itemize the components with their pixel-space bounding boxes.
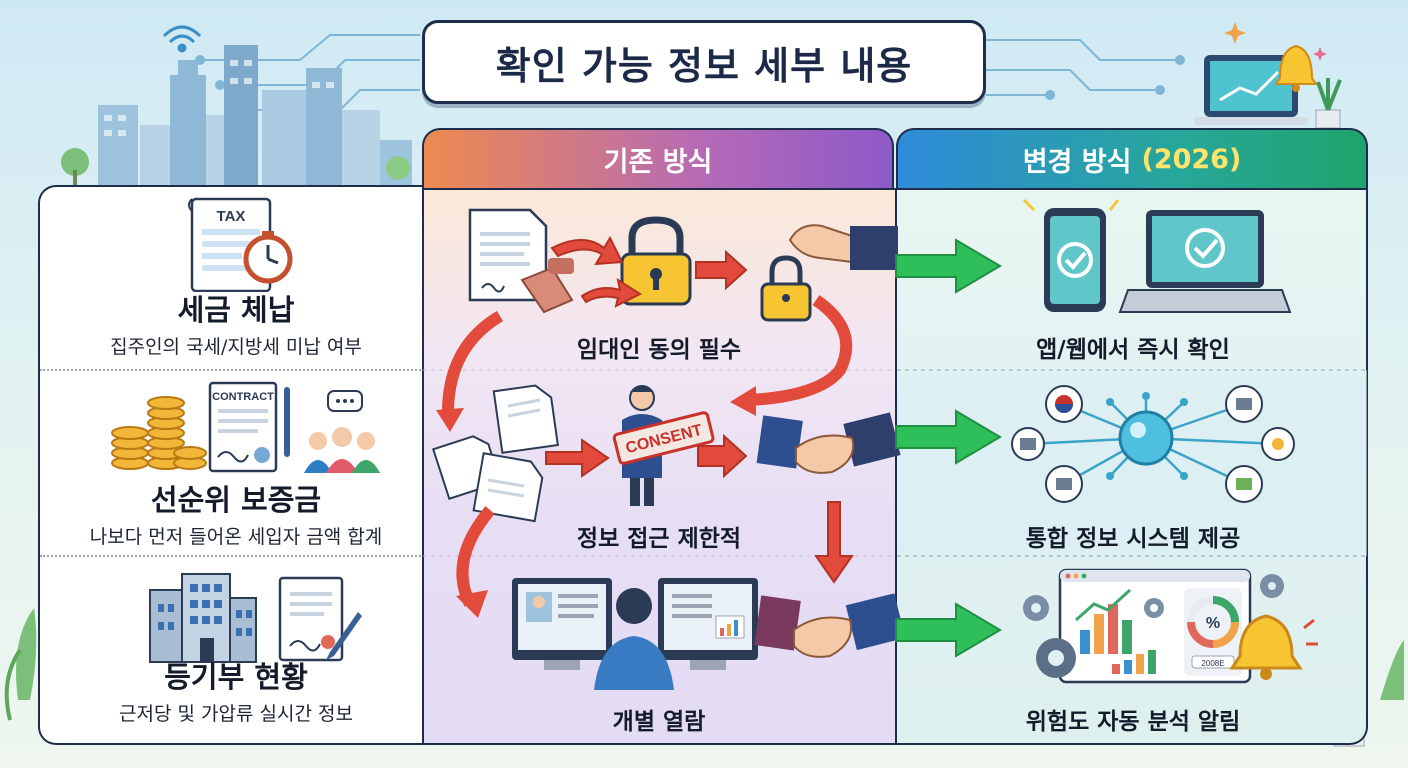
info-item-desc: 근저당 및 가압류 실시간 정보 xyxy=(119,703,353,725)
column-header-old: 기존 방식 xyxy=(422,128,894,188)
stopwatch-icon xyxy=(243,231,293,284)
wifi-icon xyxy=(162,25,202,53)
tree-icon xyxy=(61,148,410,186)
page-title: 확인 가능 정보 세부 내용 xyxy=(495,43,913,88)
info-item-registry: 등기부 현황 근저당 및 가압류 실시간 정보 xyxy=(40,562,432,745)
old-stage-2-label: 정보 접근 제한적 xyxy=(576,526,742,552)
info-item-deposit: CONTRACT 선순위 보증금 나보다 먼저 들어온 세입자 금액 합계 xyxy=(40,373,432,556)
building-document-icon xyxy=(149,573,362,663)
tax-label: TAX xyxy=(217,208,246,225)
new-stage-3-label: 위험도 자동 분석 알림 xyxy=(1025,709,1241,735)
sparkle-icon xyxy=(1224,22,1327,61)
info-item-desc: 나보다 먼저 들어온 세입자 금액 합계 xyxy=(89,526,383,548)
new-stage-2-label: 통합 정보 시스템 제공 xyxy=(1025,526,1241,552)
column-header-year: (2026) xyxy=(1141,143,1242,175)
info-item-title: 선순위 보증금 xyxy=(150,483,322,517)
old-stage-3-label: 개별 열람 xyxy=(612,709,706,735)
building-icon xyxy=(149,573,257,663)
laptop-chart-icon xyxy=(1194,55,1308,125)
plant-icon xyxy=(1315,78,1342,129)
info-item-tax: TAX 세금 체납 집주인의 국세/지방세 미납 여부 xyxy=(40,187,432,370)
divider xyxy=(40,369,432,371)
divider xyxy=(40,555,432,557)
coins-contract-people-icon: CONTRACT xyxy=(111,381,380,473)
title-banner: 확인 가능 정보 세부 내용 xyxy=(422,20,986,104)
column-header-old-label: 기존 방식 xyxy=(603,146,713,178)
info-item-title: 세금 체납 xyxy=(177,293,295,327)
info-item-title: 등기부 현황 xyxy=(164,660,308,694)
tax-document-icon: TAX xyxy=(188,197,293,292)
info-items-panel: TAX 세금 체납 집주인의 국세/지방세 미납 여부 xyxy=(38,185,432,745)
city-skyline-icon xyxy=(98,45,412,185)
column-header-new: 변경 방식 (2026) xyxy=(896,128,1368,188)
column-header-new-label: 변경 방식 xyxy=(1022,146,1132,178)
new-stage-1-label: 앱/웹에서 즉시 확인 xyxy=(1036,337,1230,363)
old-stage-1-label: 임대인 동의 필수 xyxy=(576,337,742,363)
people-icon xyxy=(304,390,380,473)
coins-icon xyxy=(111,396,207,470)
bell-icon xyxy=(1274,44,1318,92)
column-new xyxy=(896,188,1368,745)
info-item-desc: 집주인의 국세/지방세 미납 여부 xyxy=(110,336,362,358)
column-old xyxy=(422,188,896,745)
contract-label: CONTRACT xyxy=(212,391,274,403)
signed-document-icon xyxy=(278,576,362,662)
contract-icon: CONTRACT xyxy=(208,381,290,473)
